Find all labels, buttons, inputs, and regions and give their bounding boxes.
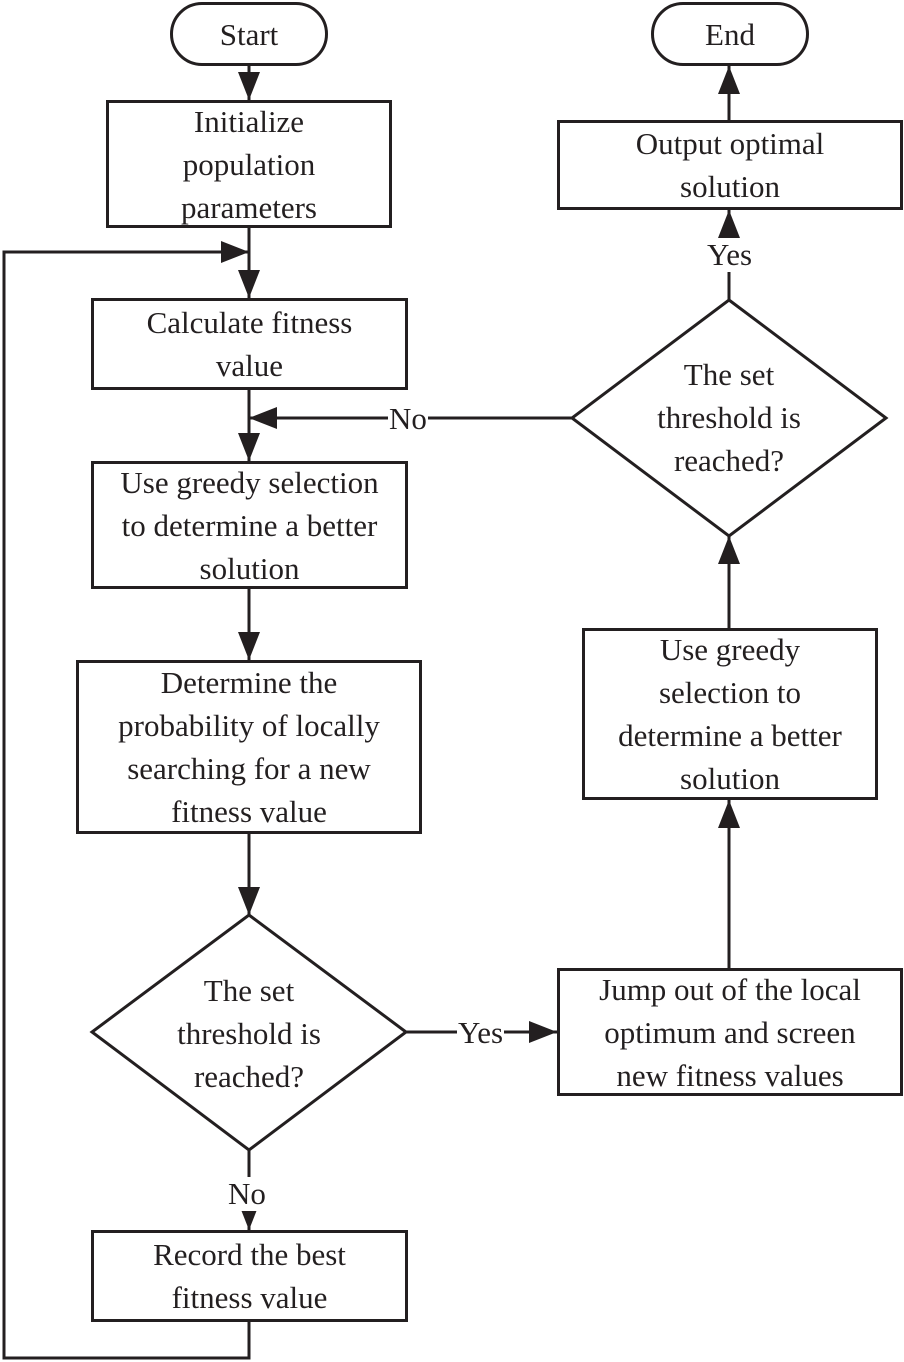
- decision-left-text: The set threshold is reached?: [132, 968, 366, 1098]
- jump-out-box: Jump out of the local optimum and screen…: [557, 968, 903, 1096]
- decision-left-line-2: threshold is: [177, 1015, 321, 1051]
- greedy-selection-right-box: Use greedy selection to determine a bett…: [582, 628, 878, 800]
- decision-right-text: The set threshold is reached?: [612, 352, 846, 482]
- greedy-right-line-4: solution: [680, 761, 780, 796]
- arrowhead-output: [718, 210, 740, 238]
- end-terminal: End: [651, 2, 809, 66]
- jump-line-1: Jump out of the local: [599, 971, 861, 1007]
- greedy-left-line-1: Use greedy selection: [120, 464, 379, 500]
- start-terminal: Start: [170, 2, 328, 66]
- edge-label-yes-mid: Yes: [457, 1015, 505, 1050]
- probability-line-4: fitness value: [171, 794, 327, 829]
- arrowhead-greedy-right: [718, 800, 740, 828]
- jump-line-2: optimum and screen: [604, 1014, 856, 1050]
- jump-line-3: new fitness values: [616, 1057, 844, 1093]
- arrowhead-init: [238, 72, 260, 100]
- initialize-line-2: population: [182, 146, 316, 182]
- arrowhead-loop: [221, 241, 249, 263]
- record-best-box: Record the best fitness value: [91, 1230, 408, 1322]
- end-label: End: [705, 16, 755, 52]
- greedy-left-line-2: to determine a better: [121, 507, 378, 543]
- arrowhead-decision-right: [718, 536, 740, 564]
- decision-right-line-1: The set: [683, 356, 775, 392]
- arrowhead-no-top: [249, 407, 277, 429]
- decision-right-line-3: reached?: [673, 442, 785, 478]
- output-line-1: Output optimal: [635, 126, 825, 161]
- start-label: Start: [219, 16, 279, 52]
- decision-left-line-1: The set: [203, 972, 295, 1008]
- loop-record-to-fitness: [2, 250, 251, 1360]
- arrowhead-fitness: [238, 270, 260, 298]
- edge-label-yes-top: Yes: [706, 237, 754, 272]
- probability-box: Determine the probability of locally sea…: [76, 660, 422, 834]
- greedy-left-line-3: solution: [199, 550, 300, 586]
- probability-line-3: searching for a new: [127, 751, 371, 786]
- calculate-fitness-line-2: value: [215, 348, 284, 383]
- arrowhead-greedy-left: [238, 433, 260, 461]
- greedy-selection-left-box: Use greedy selection to determine a bett…: [91, 461, 408, 589]
- arrowhead-end: [718, 66, 740, 94]
- decision-left-line-3: reached?: [193, 1058, 305, 1094]
- arrowhead-probability: [238, 632, 260, 660]
- initialize-line-1: Initialize: [193, 103, 305, 139]
- probability-line-2: probability of locally: [118, 708, 380, 743]
- initialize-line-3: parameters: [181, 189, 317, 225]
- edge-label-no-top: No: [388, 401, 428, 436]
- greedy-right-line-3: determine a better: [618, 718, 842, 753]
- output-line-2: solution: [680, 169, 780, 204]
- calculate-fitness-box: Calculate fitness value: [91, 298, 408, 390]
- initialize-box: Initialize population parameters: [106, 100, 392, 228]
- record-line-1: Record the best: [153, 1237, 346, 1272]
- decision-right-line-2: threshold is: [657, 399, 801, 435]
- greedy-right-line-1: Use greedy: [659, 632, 801, 667]
- arrowhead-decision-left: [238, 887, 260, 915]
- edge-label-no-bottom: No: [227, 1176, 267, 1211]
- probability-line-1: Determine the: [160, 665, 338, 700]
- output-optimal-box: Output optimal solution: [557, 120, 903, 210]
- greedy-right-line-2: selection to: [658, 675, 802, 710]
- calculate-fitness-line-1: Calculate fitness: [146, 305, 353, 340]
- arrowhead-jump: [529, 1021, 557, 1043]
- record-line-2: fitness value: [171, 1280, 328, 1315]
